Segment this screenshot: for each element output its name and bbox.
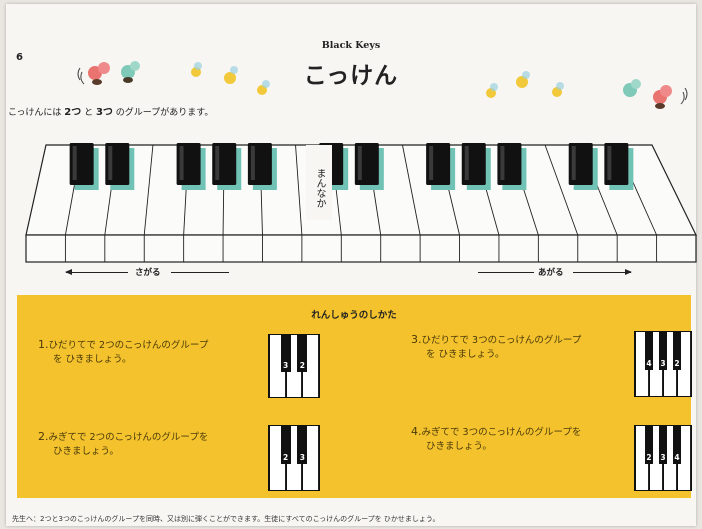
- instruction-3: 3.ひだりてで 3つのこっけんのグループ を ひきましょう。: [411, 333, 581, 362]
- intro-two-groups: 2つ: [64, 107, 82, 118]
- instruction-number: 2.: [38, 430, 49, 443]
- black-key-highlight: [500, 146, 505, 180]
- intro-post: のグループがあります。: [112, 108, 214, 118]
- practice-panel: [17, 295, 691, 498]
- page-title: こっけん: [303, 63, 399, 89]
- black-key-highlight: [72, 146, 77, 180]
- instruction-number: 3.: [411, 333, 422, 346]
- white-key-divider: [143, 144, 154, 236]
- instruction-number: 1.: [38, 338, 49, 351]
- lower-label: さがる: [135, 268, 161, 278]
- keyboard-front: [25, 234, 697, 263]
- left-arrow-tail: [171, 272, 229, 273]
- mini-black-key: 2: [280, 426, 291, 465]
- mini-black-key: 4: [644, 332, 654, 371]
- instruction-number: 4.: [411, 425, 422, 438]
- instruction-line: ひだりてで 3つのこっけんのグループ: [421, 335, 582, 346]
- mini-black-key: 4: [672, 426, 682, 465]
- intro-text: こっけんには 2つ と 3つ のグループがあります。: [8, 103, 213, 118]
- instruction-line: を ひきましょう。: [53, 354, 132, 365]
- finger-number: 3: [660, 359, 666, 369]
- white-key-divider: [544, 144, 579, 236]
- middle-label: まんなか: [314, 168, 325, 208]
- black-key-highlight: [250, 146, 255, 180]
- instruction-line: を ひきましょう。: [426, 349, 505, 360]
- instruction-line: みぎてで 3つのこっけんのグループを: [421, 427, 582, 438]
- finger-number: 2: [299, 361, 305, 371]
- higher-label: あがる: [538, 268, 564, 278]
- instruction-2: 2.みぎてで 2つのこっけんのグループを ひきましょう。: [38, 430, 208, 459]
- instruction-1: 1.ひだりてで 2つのこっけんのグループ を ひきましょう。: [38, 338, 208, 367]
- page-subtitle: Black Keys: [321, 40, 381, 51]
- right-arrow: [573, 269, 632, 275]
- instruction-line: ひきましょう。: [53, 446, 119, 457]
- black-key-highlight: [607, 146, 612, 180]
- black-key-highlight: [429, 146, 434, 180]
- mini-black-key: 2: [297, 335, 308, 373]
- right-arrow-tail: [478, 272, 534, 273]
- bee-group-left: [77, 61, 270, 95]
- black-key-highlight: [215, 146, 220, 180]
- bee-group-right: [486, 71, 688, 109]
- instruction-4: 4.みぎてで 3つのこっけんのグループを ひきましょう。: [411, 425, 581, 454]
- black-key-highlight: [464, 146, 469, 180]
- finger-number: 2: [646, 453, 652, 463]
- finger-number: 3: [299, 453, 305, 463]
- white-key-divider: [295, 144, 303, 236]
- mini-black-key: 3: [658, 426, 668, 465]
- page-number: 6: [16, 52, 23, 63]
- black-key-highlight: [108, 146, 113, 180]
- middle-key-highlight: [306, 145, 332, 220]
- instruction-line: みぎてで 2つのこっけんのグループを: [48, 432, 209, 443]
- teacher-note: 先生へ：2つと3つのこっけんのグループを同時、又は別に弾くことができます。生徒に…: [12, 515, 440, 523]
- mini-black-key: 2: [672, 332, 682, 371]
- black-key-highlight: [179, 146, 184, 180]
- practice-title: れんしゅうのしかた: [311, 310, 397, 321]
- intro-three-groups: 3つ: [95, 107, 113, 118]
- finger-number: 2: [674, 359, 680, 369]
- finger-number: 3: [660, 453, 666, 463]
- left-arrow: [65, 269, 128, 275]
- mini-black-key: 3: [280, 335, 291, 373]
- instruction-line: ひきましょう。: [426, 441, 492, 452]
- intro-pre: こっけんには: [8, 108, 65, 118]
- intro-mid: と: [81, 108, 96, 118]
- instruction-line: ひだりてで 2つのこっけんのグループ: [48, 340, 209, 351]
- mini-black-key: 2: [644, 426, 654, 465]
- white-key-divider: [402, 144, 421, 236]
- finger-number: 4: [646, 359, 652, 369]
- finger-number: 3: [283, 361, 289, 371]
- finger-number: 2: [283, 453, 289, 463]
- black-key-highlight: [357, 146, 362, 180]
- finger-number: 4: [674, 453, 680, 463]
- mini-black-key: 3: [297, 426, 308, 465]
- mini-black-key: 3: [658, 332, 668, 371]
- black-key-highlight: [571, 146, 576, 180]
